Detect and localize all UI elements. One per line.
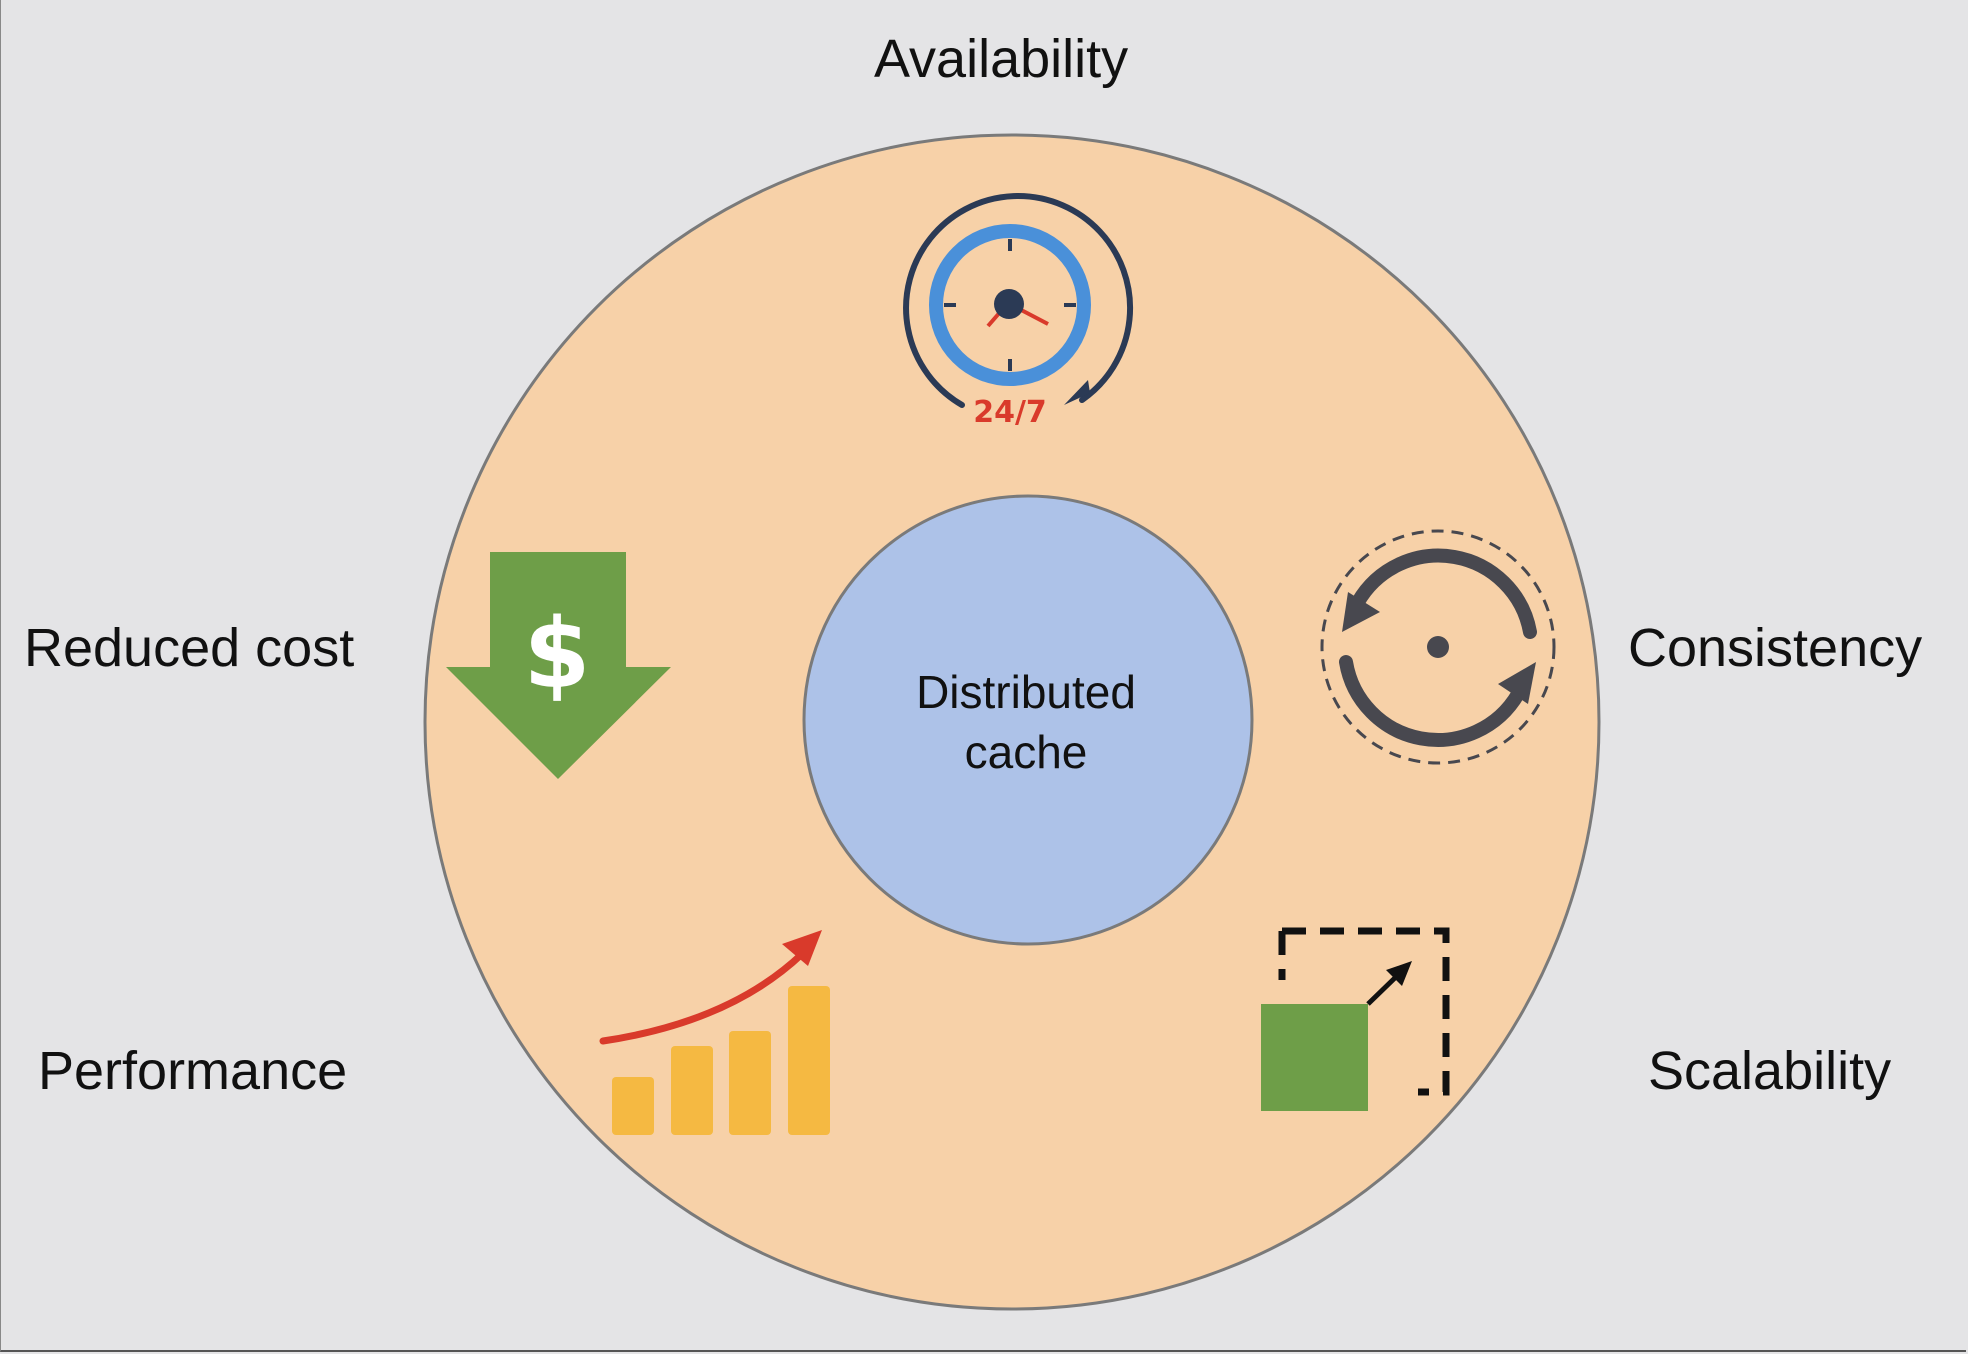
dollar-symbol: $ bbox=[524, 598, 591, 710]
label-performance: Performance bbox=[38, 1041, 348, 1101]
label-consistency: Consistency bbox=[1628, 618, 1923, 678]
clock-24-7-icon: 24/7 bbox=[903, 193, 1134, 430]
label-reduced-cost: Reduced cost bbox=[24, 618, 355, 678]
bar-chart-growth-icon bbox=[599, 930, 830, 1135]
sync-arrows-icon bbox=[1320, 529, 1556, 765]
availability-24-7-text: 24/7 bbox=[973, 395, 1047, 430]
label-availability: Availability bbox=[874, 29, 1129, 89]
label-scalability: Scalability bbox=[1648, 1041, 1892, 1101]
dollar-down-arrow-icon: $ bbox=[446, 552, 671, 779]
center-circle bbox=[802, 494, 1254, 946]
center-label-line1: Distributed bbox=[916, 666, 1136, 718]
scale-up-square-icon bbox=[1261, 927, 1450, 1111]
center-label-line2: cache bbox=[965, 726, 1088, 778]
